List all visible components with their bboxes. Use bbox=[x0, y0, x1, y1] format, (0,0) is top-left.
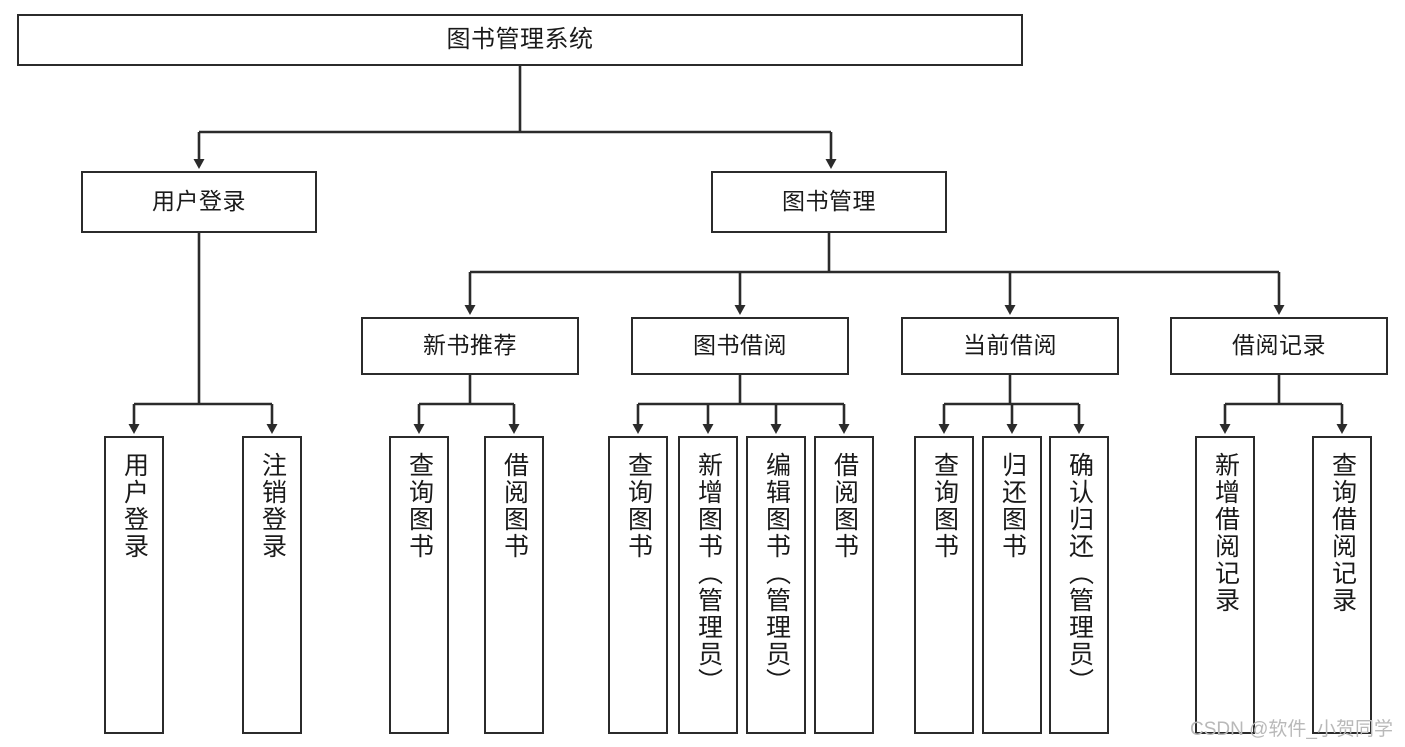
node-leaf-query-book-3[interactable]: 查询图书 bbox=[914, 436, 974, 734]
csdn-watermark: CSDN @软件_小贺同学 bbox=[1190, 719, 1393, 740]
node-leaf-add-book-label: 新增图书（管理员） bbox=[694, 452, 723, 695]
node-book-manage[interactable]: 图书管理 bbox=[711, 171, 947, 233]
node-borrow-record-label: 借阅记录 bbox=[1232, 332, 1326, 359]
node-leaf-borrow-book-1-label: 借阅图书 bbox=[500, 452, 529, 560]
node-current-borrow-label: 当前借阅 bbox=[963, 332, 1057, 359]
node-leaf-query-book-1[interactable]: 查询图书 bbox=[389, 436, 449, 734]
node-leaf-add-book[interactable]: 新增图书（管理员） bbox=[678, 436, 738, 734]
node-leaf-query-book-1-label: 查询图书 bbox=[405, 452, 434, 560]
node-leaf-add-record-label: 新增借阅记录 bbox=[1211, 452, 1240, 614]
node-leaf-user-logout-label: 注销登录 bbox=[258, 452, 287, 560]
node-leaf-confirm-return[interactable]: 确认归还（管理员） bbox=[1049, 436, 1109, 734]
node-new-book-recommend[interactable]: 新书推荐 bbox=[361, 317, 579, 375]
node-new-book-recommend-label: 新书推荐 bbox=[423, 332, 517, 359]
node-leaf-borrow-book-2-label: 借阅图书 bbox=[830, 452, 859, 560]
node-leaf-return-book[interactable]: 归还图书 bbox=[982, 436, 1042, 734]
node-leaf-query-book-2[interactable]: 查询图书 bbox=[608, 436, 668, 734]
node-root-label: 图书管理系统 bbox=[446, 25, 594, 53]
node-leaf-user-login-label: 用户登录 bbox=[120, 452, 149, 560]
node-root[interactable]: 图书管理系统 bbox=[17, 14, 1023, 66]
node-user-login[interactable]: 用户登录 bbox=[81, 171, 317, 233]
node-book-borrow[interactable]: 图书借阅 bbox=[631, 317, 849, 375]
node-leaf-query-record-label: 查询借阅记录 bbox=[1328, 452, 1357, 614]
node-leaf-add-record[interactable]: 新增借阅记录 bbox=[1195, 436, 1255, 734]
node-leaf-query-record[interactable]: 查询借阅记录 bbox=[1312, 436, 1372, 734]
node-leaf-borrow-book-2[interactable]: 借阅图书 bbox=[814, 436, 874, 734]
node-leaf-edit-book-label: 编辑图书（管理员） bbox=[762, 452, 791, 695]
node-leaf-user-login[interactable]: 用户登录 bbox=[104, 436, 164, 734]
node-leaf-return-book-label: 归还图书 bbox=[998, 452, 1027, 560]
node-leaf-confirm-return-label: 确认归还（管理员） bbox=[1065, 452, 1094, 695]
node-leaf-query-book-2-label: 查询图书 bbox=[624, 452, 653, 560]
node-leaf-user-logout[interactable]: 注销登录 bbox=[242, 436, 302, 734]
node-book-manage-label: 图书管理 bbox=[782, 188, 876, 215]
node-leaf-borrow-book-1[interactable]: 借阅图书 bbox=[484, 436, 544, 734]
node-current-borrow[interactable]: 当前借阅 bbox=[901, 317, 1119, 375]
node-user-login-label: 用户登录 bbox=[152, 188, 246, 215]
node-leaf-edit-book[interactable]: 编辑图书（管理员） bbox=[746, 436, 806, 734]
node-book-borrow-label: 图书借阅 bbox=[693, 332, 787, 359]
node-borrow-record[interactable]: 借阅记录 bbox=[1170, 317, 1388, 375]
node-leaf-query-book-3-label: 查询图书 bbox=[930, 452, 959, 560]
